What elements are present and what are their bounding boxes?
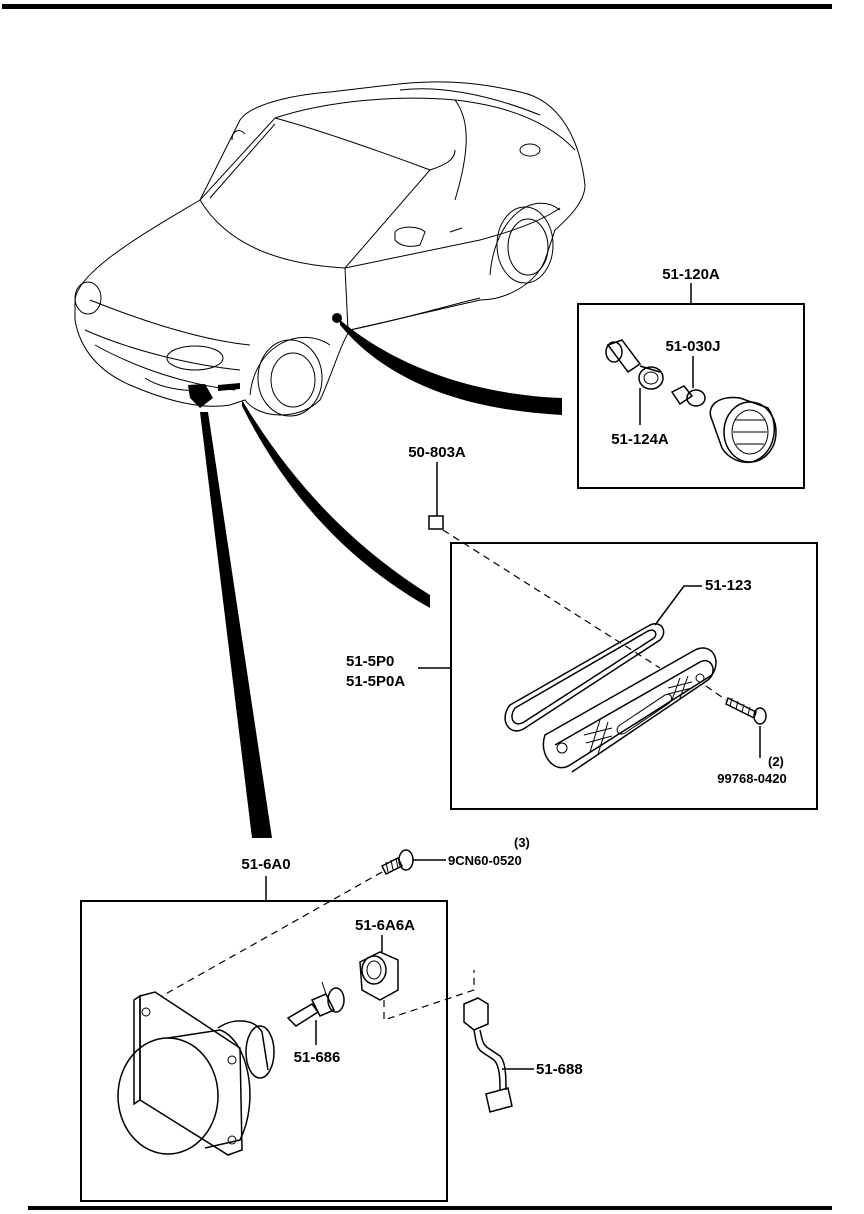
label-turn-lamp-1: 51-5P0: [346, 653, 394, 670]
label-turn-lamp-screw-qty: (2): [768, 754, 784, 769]
label-side-marker-assembly: 51-120A: [662, 266, 720, 283]
label-turn-lamp-2: 51-5P0A: [346, 673, 405, 690]
label-fog-lamp-bolt-qty: (3): [514, 835, 530, 850]
turn-lamp-lens-drawing: [542, 647, 717, 773]
leader-side-marker: [340, 320, 562, 415]
turn-lamp-screw-drawing: [725, 696, 767, 725]
label-fog-lamp-socket: 51-6A6A: [355, 917, 415, 934]
fog-lamp-socket-drawing: [359, 951, 399, 1001]
label-clip: 50-803A: [408, 444, 466, 461]
leader-turn-lamp: [242, 400, 430, 608]
label-turn-lamp-screw: 99768-0420: [717, 771, 786, 786]
label-fog-lamp-harness: 51-688: [536, 1061, 583, 1078]
bottom-border: [28, 1206, 832, 1210]
fog-lamp-bolt-drawing: [380, 849, 414, 876]
fog-lamp-box: [80, 900, 448, 1202]
fog-lamp-housing-drawing: [117, 991, 275, 1156]
label-fog-lamp-bulb: 51-686: [294, 1049, 341, 1066]
top-border: [2, 4, 832, 9]
clip-drawing: [428, 515, 444, 530]
label-fog-lamp-assembly: 51-6A0: [241, 856, 290, 873]
fog-lamp-harness-drawing: [463, 997, 513, 1113]
label-side-marker-socket: 51-124A: [611, 431, 669, 448]
car-illustration: [74, 81, 586, 417]
label-fog-lamp-bolt: 9CN60-0520: [448, 853, 522, 868]
side-marker-socket-drawing: [605, 339, 664, 390]
side-marker-bulb-drawing: [670, 385, 706, 407]
turn-lamp-gasket-drawing: [504, 623, 665, 732]
side-marker-lens-drawing: [709, 396, 777, 464]
label-turn-lamp-gasket: 51-123: [705, 577, 752, 594]
fog-lamp-bulb-drawing: [286, 981, 345, 1027]
label-side-marker-bulb: 51-030J: [665, 338, 720, 355]
turn-lamp-box: [450, 542, 818, 810]
leader-fog-lamp: [200, 412, 272, 838]
